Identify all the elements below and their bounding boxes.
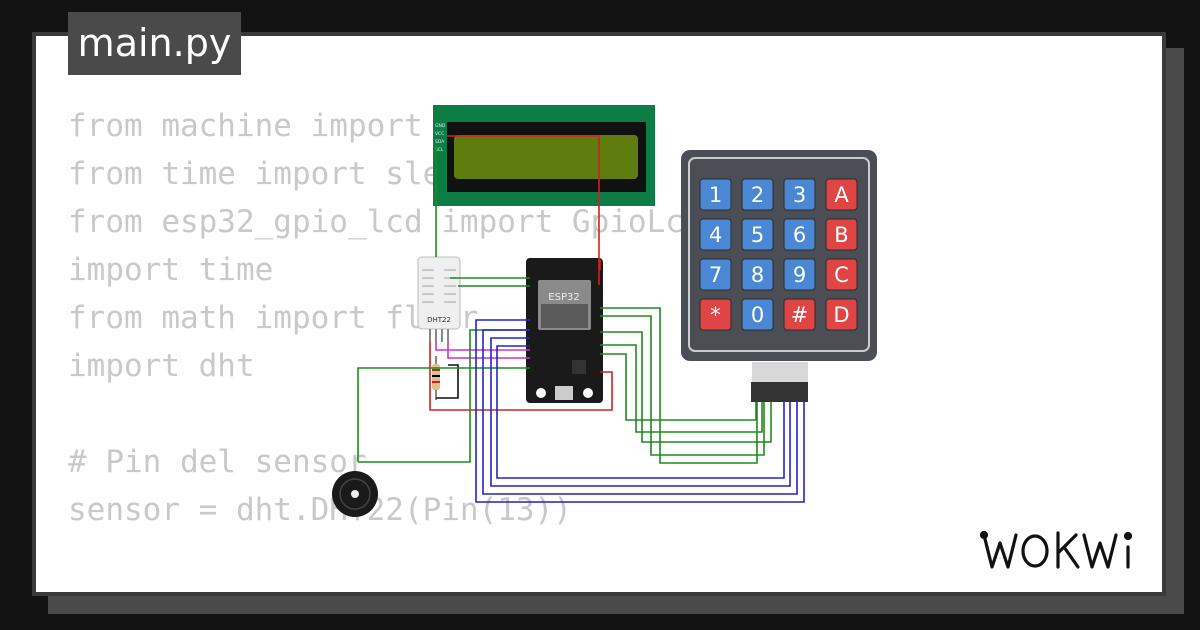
keypad-key-label: B: [834, 223, 848, 247]
keypad-key[interactable]: [699, 258, 732, 291]
dht22-label: DHT22: [427, 316, 451, 324]
keypad-key-label: 4: [709, 223, 722, 247]
keypad-key-label: 7: [709, 263, 722, 287]
keypad-key[interactable]: [699, 178, 732, 211]
keypad-key[interactable]: [699, 218, 732, 251]
keypad-key[interactable]: [783, 298, 816, 331]
keypad-key-label: 8: [751, 263, 764, 287]
keypad-key[interactable]: [783, 258, 816, 291]
esp32-button-left[interactable]: [536, 388, 546, 398]
resistor[interactable]: [432, 356, 440, 400]
esp32-label: ESP32: [548, 292, 579, 303]
keypad-keys[interactable]: 1 2 3 A 4 5 6 B 7 8 9 C * 0 # D: [699, 178, 858, 331]
keypad-frame: [688, 157, 870, 352]
keypad-key[interactable]: [825, 178, 858, 211]
code-line: import dht: [68, 348, 255, 384]
keypad-key[interactable]: [741, 218, 774, 251]
keypad-key[interactable]: [741, 178, 774, 211]
lcd-screen: [454, 135, 638, 179]
keypad-key-label: 1: [709, 183, 722, 207]
lcd-display[interactable]: GND VCC SDA SCL: [433, 105, 655, 206]
esp32-board[interactable]: ESP32: [526, 258, 603, 403]
keypad-connector: [751, 382, 808, 402]
esp32-button-right[interactable]: [583, 388, 593, 398]
lcd-pin-vcc: VCC: [435, 131, 444, 137]
keypad-key[interactable]: [741, 298, 774, 331]
keypad-key-label: 6: [793, 223, 806, 247]
keypad-key-label: 2: [751, 183, 764, 207]
code-line: alarma = Pin(23, Pin.OUT): [68, 582, 703, 592]
keypad-key-label: #: [791, 303, 809, 327]
usb-port: [555, 386, 573, 400]
buzzer[interactable]: [332, 471, 378, 517]
keypad-key-label: C: [834, 263, 849, 287]
wokwi-logo: [979, 530, 1133, 569]
keypad-key-label: 0: [751, 303, 764, 327]
lcd-pin-sda: SDA: [435, 139, 445, 145]
code-line: sensor = dht.DHT22(Pin(13)): [68, 492, 572, 528]
keypad-key[interactable]: [825, 218, 858, 251]
keypad-key[interactable]: [783, 178, 816, 211]
keypad-pin-area: [752, 362, 808, 382]
keypad-key[interactable]: [825, 298, 858, 331]
lcd-pin-scl: SCL: [435, 147, 444, 153]
code-line: from esp32_gpio_lcd import GpioLcd: [68, 204, 703, 240]
keypad-key[interactable]: [699, 298, 732, 331]
keypad-4x4[interactable]: 1 2 3 A 4 5 6 B 7 8 9 C * 0 # D: [681, 150, 877, 402]
file-tab[interactable]: main.py: [68, 12, 241, 75]
keypad-key[interactable]: [783, 218, 816, 251]
keypad-key[interactable]: [825, 258, 858, 291]
dht22-body: [417, 256, 461, 330]
keypad-key-label: 3: [793, 183, 806, 207]
keypad-key-label: 5: [751, 223, 764, 247]
keypad-key-label: A: [834, 183, 849, 207]
esp32-pcb: [526, 258, 603, 403]
keypad-key-label: *: [710, 303, 721, 327]
keypad-key-label: D: [833, 303, 849, 327]
lcd-pin-gnd: GND: [435, 123, 446, 129]
wires: [357, 135, 805, 503]
dht22-sensor[interactable]: DHT22: [417, 256, 461, 342]
keypad-key-label: 9: [793, 263, 806, 287]
code-line: import time: [68, 252, 274, 288]
keypad-key[interactable]: [741, 258, 774, 291]
code-line: from math import floor: [68, 300, 479, 336]
